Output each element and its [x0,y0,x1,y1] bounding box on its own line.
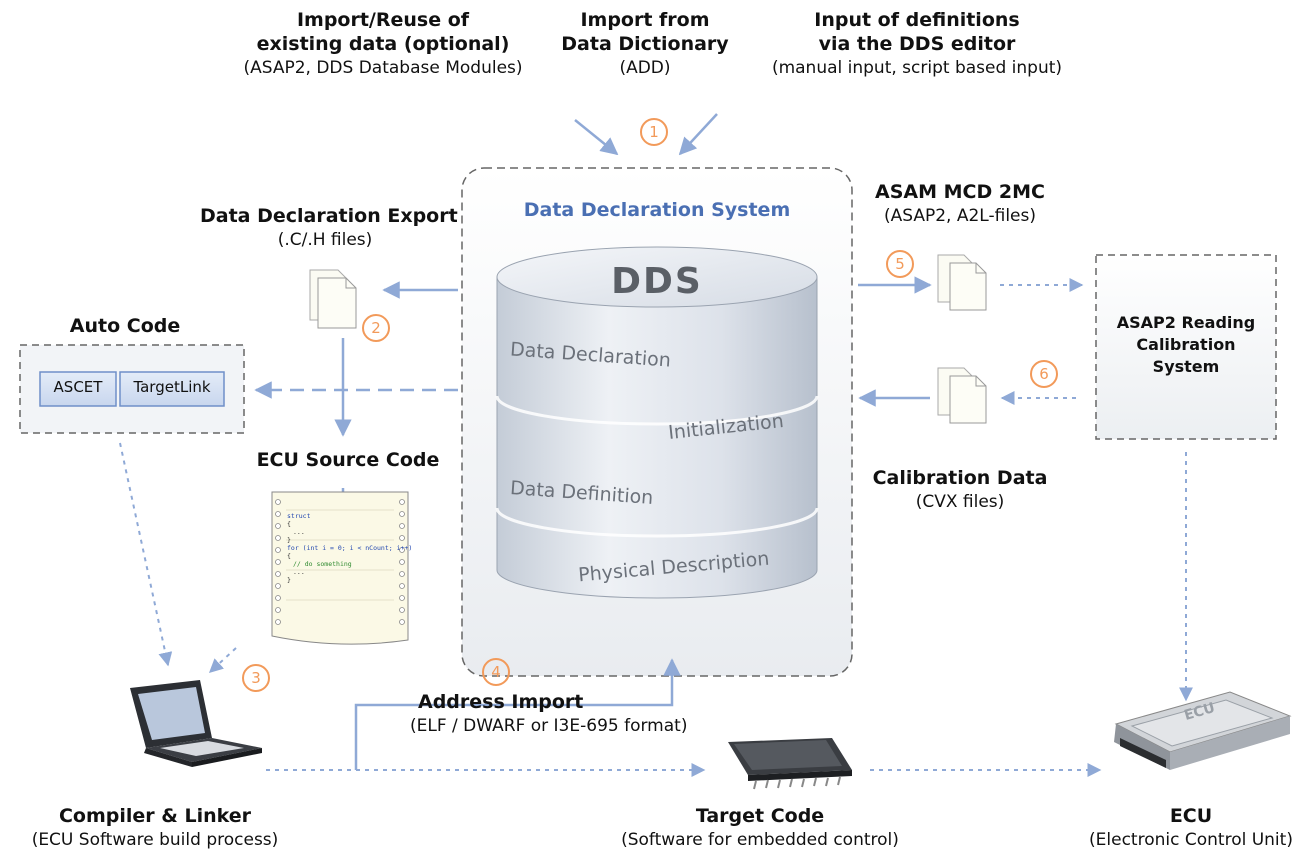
arrow-import-reuse [574,119,619,156]
dds-cylinder [495,246,819,599]
ascet-tool [39,371,117,407]
export-document-icon [309,269,357,329]
source-code-title-text: ECU Source Code [256,449,440,471]
asam-sub: (ASAP2, A2L-files) [883,206,1036,226]
compiler-label: Compiler & Linker (ECU Software build pr… [0,804,310,852]
calibration-data-label: Calibration Data (CVX files) [870,466,1050,514]
asam-title: ASAM MCD 2MC [875,181,1045,203]
step-number-1: 1 [640,118,668,146]
ecu-device-icon [1114,691,1292,770]
export-label: Data Declaration Export (.C/.H files) [200,204,458,252]
import-reuse-sub: (ASAP2, DDS Database Modules) [243,58,523,78]
ascet-label: ASCET [53,378,103,396]
calibration-data-sub: (CVX files) [915,492,1005,512]
targetlink-label: TargetLink [133,378,211,396]
calibration-system-box [1095,254,1277,440]
import-dictionary-sub: (ADD) [619,58,671,78]
calibration-data-title: Calibration Data [872,467,1048,489]
step-number-4: 4 [482,658,510,686]
auto-code-title: Auto Code [60,314,190,338]
dds-cylinder-title: DDS [611,261,703,302]
ecu-sub: (Electronic Control Unit) [1089,830,1293,850]
calibration-system-line: Calibration [1136,335,1236,354]
auto-code-title-text: Auto Code [69,315,181,337]
import-reuse-line2: existing data (optional) [256,33,510,55]
asam-document-icon [937,254,987,311]
code-line: // do something [293,560,352,568]
step-number-6: 6 [1030,360,1058,388]
code-line: for (int i = 0; i < nCount; i++) [287,544,413,552]
input-definitions-line1: Input of definitions [814,9,1020,31]
step-number-5: 5 [886,250,914,278]
export-title: Data Declaration Export [200,205,458,227]
import-dictionary-line2: Data Dictionary [561,33,729,55]
source-code-sheet [271,491,409,645]
chip-icon [728,738,852,790]
code-line: struct [287,512,311,520]
compiler-sub: (ECU Software build process) [31,830,279,850]
calibration-system-line: System [1152,357,1220,376]
arrow-address-import [354,658,681,770]
import-reuse-line1: Import/Reuse of [296,9,470,31]
dds-system-title: Data Declaration System [523,199,791,221]
arrow-source-to-compiler [208,647,237,673]
code-line: ... [293,528,305,536]
target-code-sub: (Software for embedded control) [621,830,899,850]
input-definitions-label: Input of definitions via the DDS editor … [752,8,1082,80]
source-code-text: struct { ... } for (int i = 0; i < nCoun… [287,512,412,584]
step-number-3: 3 [242,664,270,692]
asam-label: ASAM MCD 2MC (ASAP2, A2L-files) [870,180,1050,228]
laptop-icon [130,680,262,767]
import-dictionary-label: Import from Data Dictionary (ADD) [560,8,730,80]
target-code-title: Target Code [695,805,825,827]
calibration-system-line: ASAP2 Reading [1116,313,1256,332]
code-line: } [287,576,291,584]
ecu-label: ECU (Electronic Control Unit) [1076,804,1306,852]
input-definitions-line2: via the DDS editor [818,33,1016,55]
address-import-sub: (ELF / DWARF or I3E-695 format) [410,716,688,736]
code-line: { [287,520,291,528]
input-definitions-sub: (manual input, script based input) [771,58,1063,78]
step-number-2: 2 [362,314,390,342]
code-line: { [287,552,291,560]
arrow-autocode-to-compiler [119,442,173,667]
address-import-label: Address Import (ELF / DWARF or I3E-695 f… [410,690,750,738]
compiler-title: Compiler & Linker [58,805,251,827]
calibration-document-icon [937,367,987,424]
code-line: } [287,536,291,544]
arrow-input-defs [678,113,718,156]
import-reuse-label: Import/Reuse of existing data (optional)… [218,8,548,80]
targetlink-tool [119,371,225,407]
ecu-title: ECU [1169,805,1213,827]
import-dictionary-line1: Import from [580,9,710,31]
source-code-title: ECU Source Code [238,448,458,472]
address-import-title: Address Import [418,691,584,713]
calibration-system-label: ASAP2 Reading Calibration System [1096,312,1276,378]
code-line: ... [293,568,305,576]
export-sub: (.C/.H files) [277,230,373,250]
target-code-label: Target Code (Software for embedded contr… [620,804,900,852]
